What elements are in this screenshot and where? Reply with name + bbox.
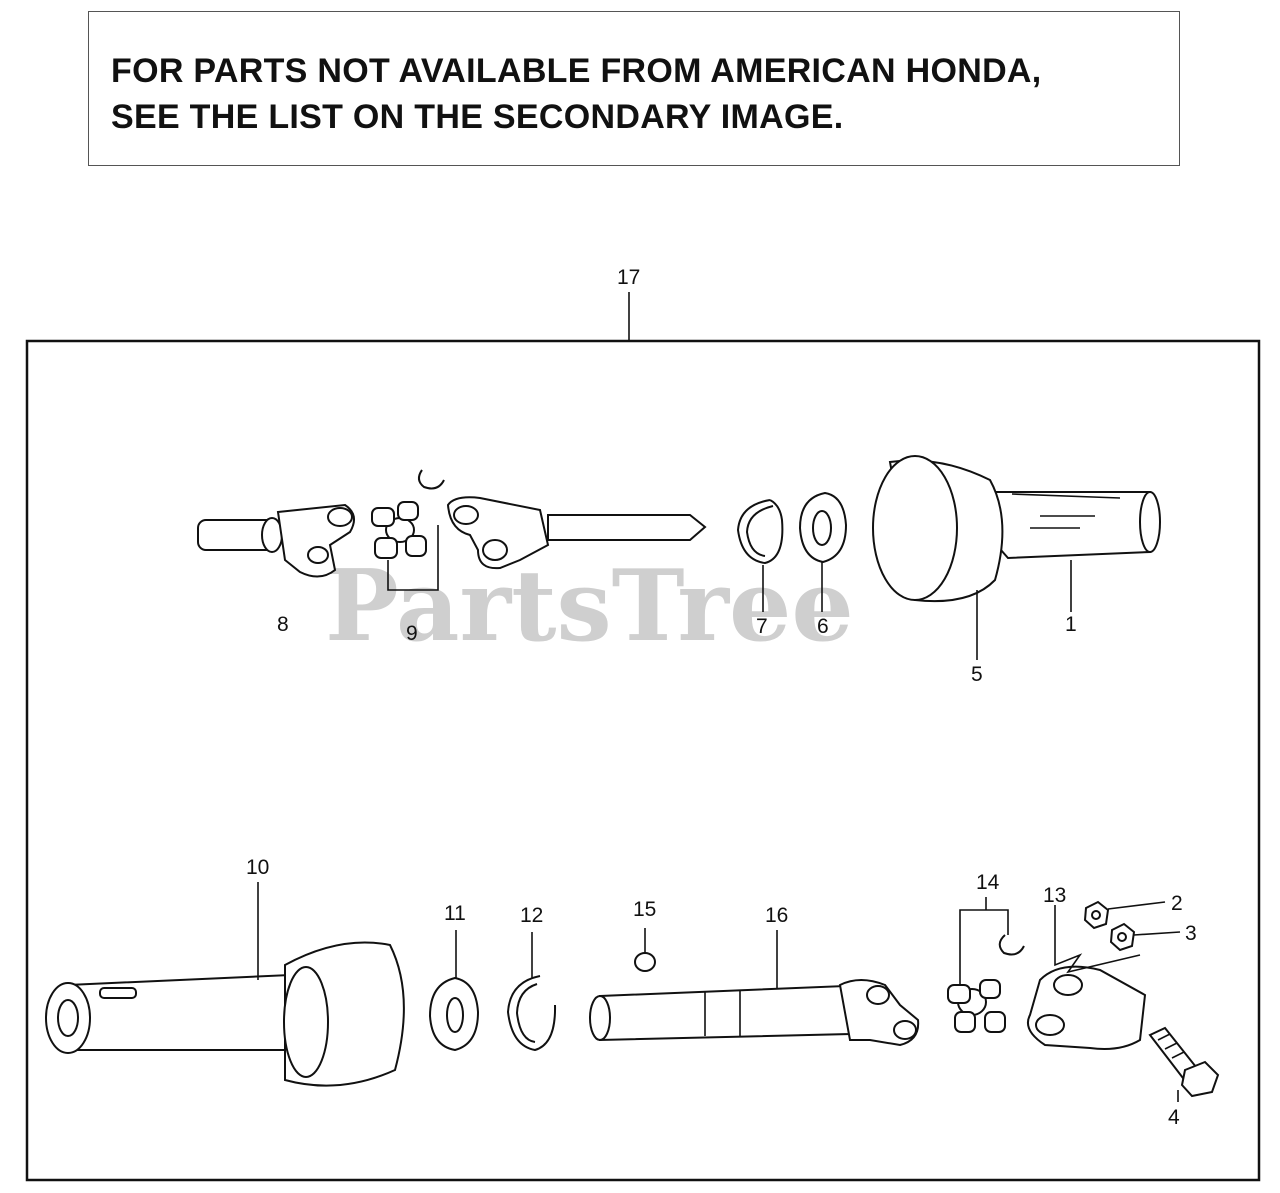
- callout-9: 9: [406, 622, 418, 645]
- part-11-washer[interactable]: [428, 930, 480, 1052]
- callout-8: 8: [277, 613, 289, 636]
- part-7-snap-ring[interactable]: [736, 499, 784, 612]
- callout-13: 13: [1043, 884, 1066, 907]
- callout-7: 7: [756, 615, 768, 638]
- part-5-guard-and-part-1-tube[interactable]: [872, 455, 1161, 660]
- part-10-inner-guard-tube[interactable]: [45, 882, 405, 1087]
- partstree-watermark: PartsTree: [325, 549, 854, 664]
- callout-14: 14: [976, 871, 1000, 894]
- callout-17: 17: [617, 266, 640, 289]
- notice-line-1: FOR PARTS NOT AVAILABLE FROM AMERICAN HO…: [111, 52, 1042, 90]
- callout-4: 4: [1168, 1106, 1180, 1129]
- part-13-clamp-yoke[interactable]: [1026, 905, 1147, 1050]
- part-3-nut[interactable]: [1109, 922, 1181, 952]
- notice-box: FOR PARTS NOT AVAILABLE FROM AMERICAN HO…: [88, 11, 1180, 166]
- part-4-bolt[interactable]: [1148, 1026, 1220, 1102]
- callout-2: 2: [1171, 892, 1183, 915]
- part-6-washer[interactable]: [798, 491, 848, 612]
- callout-12: 12: [520, 904, 543, 927]
- part-14-spider-kit[interactable]: [947, 897, 1025, 1033]
- notice-line-2: SEE THE LIST ON THE SECONDARY IMAGE.: [111, 98, 844, 136]
- part-16-inner-shaft-yoke[interactable]: [589, 930, 920, 1047]
- callout-1: 1: [1065, 613, 1077, 636]
- part-9-spider-kit[interactable]: [371, 469, 445, 591]
- part-inner-yoke-shaft[interactable]: [446, 496, 707, 570]
- part-2-nut[interactable]: [1083, 900, 1166, 930]
- callout-11: 11: [444, 902, 466, 925]
- part-15-grease-fitting[interactable]: [634, 928, 656, 972]
- callout-3: 3: [1185, 922, 1197, 945]
- callout-6: 6: [817, 615, 829, 638]
- callout-10: 10: [246, 856, 269, 879]
- callout-5: 5: [971, 663, 983, 686]
- part-8-yoke-shaft[interactable]: [197, 503, 355, 578]
- callout-16: 16: [765, 904, 788, 927]
- callout-15: 15: [633, 898, 656, 921]
- part-12-snap-ring[interactable]: [506, 932, 557, 1052]
- assembly-frame: [25, 292, 1261, 1182]
